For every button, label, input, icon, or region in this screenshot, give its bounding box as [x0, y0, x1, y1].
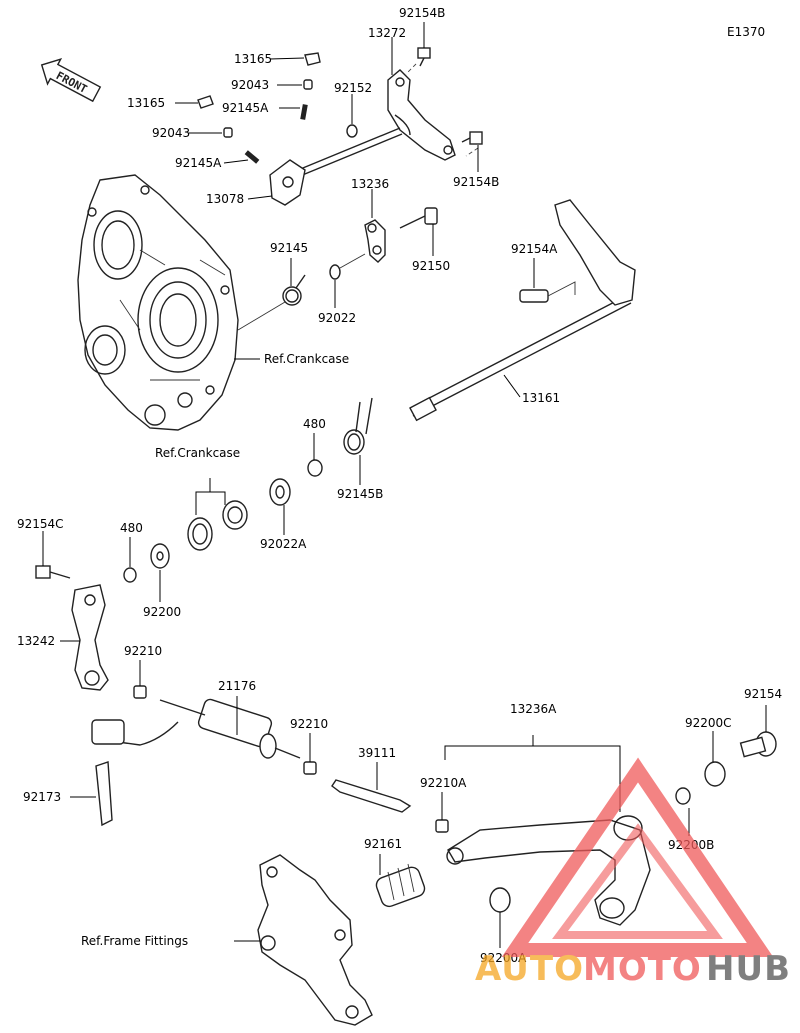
- watermark-moto: MOTO: [583, 949, 702, 989]
- triangle-logo-icon: [501, 757, 774, 957]
- nut-92210-a: [133, 685, 147, 699]
- callout-92154A: 92154A: [511, 242, 558, 256]
- rod-39111: [331, 779, 412, 813]
- callout-92154B-top: 92154B: [399, 6, 445, 20]
- shift-cam-13078: [269, 159, 306, 206]
- callout-13165-b: 13165: [127, 96, 165, 110]
- bolt-92154B-bottom: [461, 131, 483, 145]
- shift-sensor-21176: [91, 698, 317, 775]
- bolt-92154: [739, 731, 777, 758]
- shift-drum-assembly: [197, 47, 483, 206]
- callout-92154B-bottom: 92154B: [453, 175, 499, 189]
- callout-92145B: 92145B: [337, 487, 383, 501]
- washer-92200B: [675, 787, 691, 805]
- frame-bracket: [257, 854, 373, 1026]
- callout-39111: 39111: [358, 746, 396, 760]
- nut-92210-b: [303, 761, 317, 775]
- washer-92200A: [489, 887, 511, 913]
- bolt-92154B-top: [417, 47, 431, 67]
- callout-480-a: 480: [303, 417, 326, 431]
- diagram-code: E1370: [727, 25, 765, 39]
- callout-labels: 92154B 13272 13165 92043 13165 92145A 92…: [17, 6, 782, 965]
- callout-13078: 13078: [206, 192, 244, 206]
- callout-13161: 13161: [522, 391, 560, 405]
- shift-plate-13272: [387, 69, 456, 161]
- callout-13272: 13272: [368, 26, 406, 40]
- shift-pedal-13236A: [444, 735, 651, 926]
- callout-92145A-a: 92145A: [222, 101, 269, 115]
- callout-92154C: 92154C: [17, 517, 64, 531]
- callout-13236A: 13236A: [510, 702, 557, 716]
- crankcase-cover: [77, 174, 239, 431]
- cable-band-92173: [95, 761, 113, 827]
- callout-13165-a: 13165: [234, 52, 272, 66]
- leader-lines: [42, 22, 767, 948]
- callout-92210A: 92210A: [420, 776, 467, 790]
- callout-92210-b: 92210: [290, 717, 328, 731]
- callout-92043-b: 92043: [152, 126, 190, 140]
- callout-92022A: 92022A: [260, 537, 307, 551]
- callout-92154: 92154: [744, 687, 782, 701]
- circlip-480-a: [307, 459, 323, 477]
- callout-92210-a: 92210: [124, 644, 162, 658]
- callout-480-b: 480: [120, 521, 143, 535]
- watermark-logo: AUTO MOTO HUB: [475, 757, 791, 989]
- callout-ref-crankcase-2: Ref.Crankcase: [155, 446, 240, 460]
- callout-ref-frame-fittings: Ref.Frame Fittings: [81, 934, 188, 948]
- callout-92200: 92200: [143, 605, 181, 619]
- callout-92022: 92022: [318, 311, 356, 325]
- front-arrow-icon: FRONT: [40, 58, 102, 103]
- washer-92200C: [704, 761, 726, 787]
- callout-92173: 92173: [23, 790, 61, 804]
- washer-92022A: [269, 478, 291, 506]
- shift-arm-13242: [35, 543, 170, 699]
- spring-92145B: [343, 397, 373, 455]
- callout-92152: 92152: [334, 81, 372, 95]
- callout-13236: 13236: [351, 177, 389, 191]
- callout-92145: 92145: [270, 241, 308, 255]
- callout-92161: 92161: [364, 837, 402, 851]
- shift-shaft-13161: [409, 199, 636, 422]
- stopper-group: [237, 207, 438, 331]
- callout-ref-crankcase-1: Ref.Crankcase: [264, 352, 349, 366]
- needle-bearing: [222, 500, 248, 530]
- circlip-480-b: [123, 567, 137, 583]
- callout-13242: 13242: [17, 634, 55, 648]
- pedal-rubber-92161: [375, 863, 426, 908]
- callout-92150: 92150: [412, 259, 450, 273]
- callout-92200C: 92200C: [685, 716, 732, 730]
- watermark-hub: HUB: [706, 949, 791, 989]
- washer-92200: [150, 543, 170, 569]
- oil-seal: [187, 517, 213, 551]
- callout-92043-a: 92043: [231, 78, 269, 92]
- callout-21176: 21176: [218, 679, 256, 693]
- nut-92210A: [435, 819, 449, 833]
- spring-92145: [282, 274, 306, 306]
- watermark-auto: AUTO: [475, 949, 584, 989]
- callout-92145A-b: 92145A: [175, 156, 222, 170]
